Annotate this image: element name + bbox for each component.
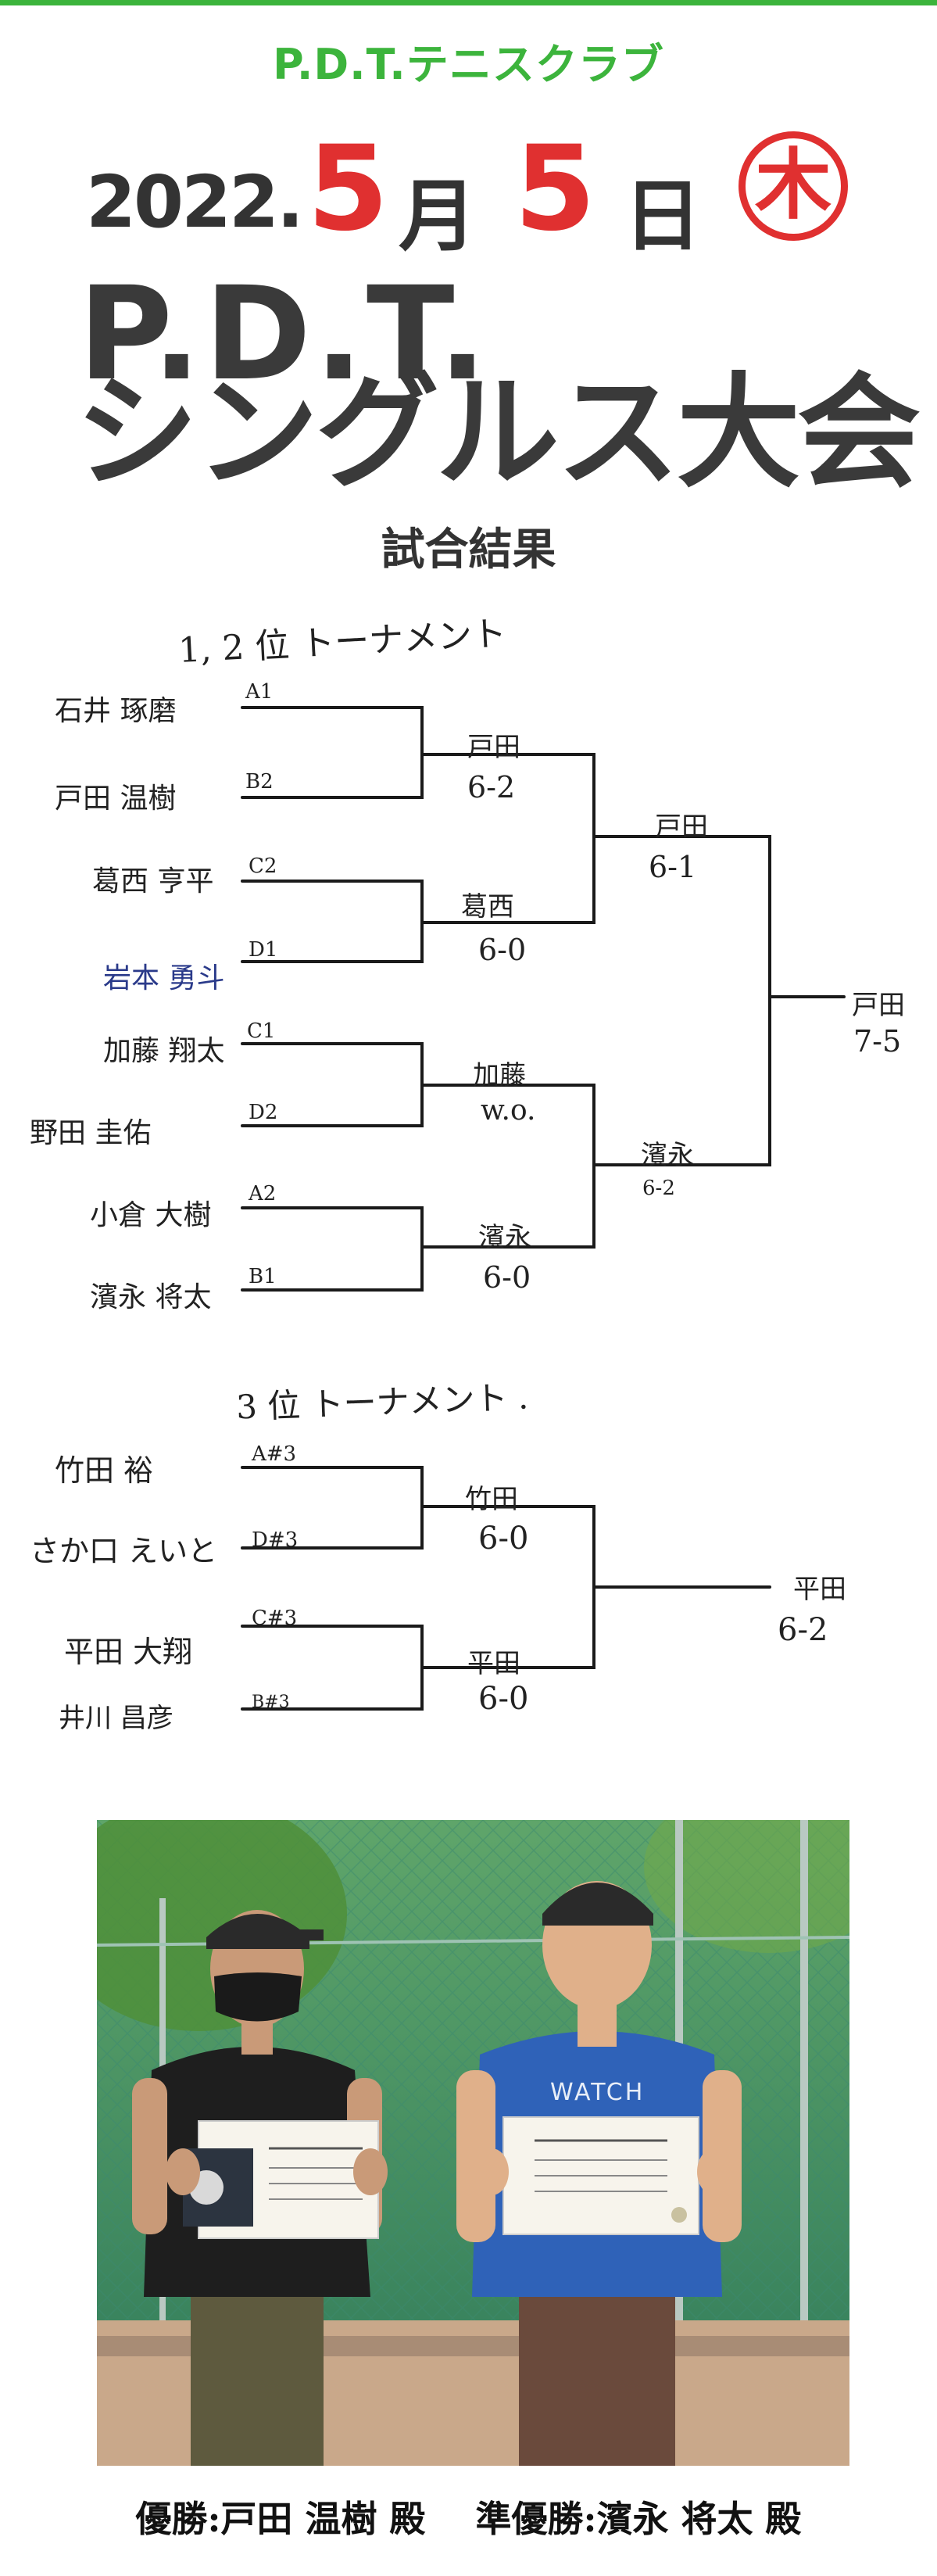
- seed-label: A1: [245, 680, 274, 704]
- tournament-brackets: [241, 706, 846, 1711]
- club-name: P.D.T.テニスクラブ: [273, 40, 664, 89]
- seed-label: C1: [247, 1019, 276, 1043]
- seed-label: B2: [245, 770, 274, 794]
- match-score: 6-2: [467, 770, 516, 804]
- bracket1-semi1-lines: [420, 753, 595, 924]
- seed-label: A#3: [252, 1442, 297, 1466]
- results-subtitle: 試合結果: [381, 525, 556, 575]
- bracket1-final-lines: [592, 835, 771, 1166]
- winner-caption: 優勝:戸田 温樹 殿: [135, 2498, 426, 2540]
- seed-label: D2: [249, 1101, 278, 1124]
- date-day: 5: [514, 121, 596, 257]
- champion-name: 戸田: [852, 990, 905, 1021]
- player-name: 加藤 翔太: [103, 1035, 225, 1067]
- seed-label: D1: [249, 938, 278, 962]
- date-day-unit: 日: [624, 170, 702, 262]
- event-title-line1: P.D.T.: [78, 259, 491, 409]
- seed-label: B#3: [252, 1693, 290, 1712]
- match-winner: 平田: [467, 1648, 520, 1679]
- match-score: 6-0: [478, 1681, 529, 1717]
- player-name: 岩本 勇斗: [103, 962, 225, 994]
- player-name: 濱永 将太: [90, 1281, 212, 1313]
- player-name: 石井 琢磨: [55, 695, 177, 727]
- event-title-line2: シングルス大会: [75, 361, 921, 505]
- runner-up-caption: 準優勝:濱永 将太 殿: [475, 2498, 802, 2540]
- third-place-score: 6-2: [778, 1612, 828, 1648]
- match-winner: 濱永: [478, 1222, 531, 1253]
- match-winner: 戸田: [467, 732, 520, 763]
- right-person: WATCH: [456, 1881, 742, 2466]
- player-name: 野田 圭佑: [30, 1117, 152, 1149]
- award-photo: WATCH: [97, 1820, 849, 2466]
- seed-label: C2: [249, 854, 277, 878]
- weekday-badge: 木: [739, 131, 848, 241]
- weekday-label: 木: [754, 141, 831, 230]
- player-name: 戸田 温樹: [55, 783, 177, 815]
- date-month: 5: [307, 121, 389, 257]
- event-date: 2022. 5 月 5 日 木: [86, 117, 867, 262]
- caption-gap: [425, 2498, 475, 2540]
- seed-label: A2: [249, 1182, 277, 1206]
- match-winner: 戸田: [655, 811, 708, 843]
- winners-caption: 優勝:戸田 温樹 殿 準優勝:濱永 将太 殿: [0, 2491, 937, 2542]
- bracket1-match4-lines: [241, 1206, 424, 1292]
- date-year: 2022.: [86, 160, 304, 244]
- match-score: 6-2: [642, 1177, 675, 1200]
- match-score: w.o.: [481, 1095, 536, 1127]
- left-person: [132, 1910, 388, 2466]
- player-name: さか口 えいと: [30, 1534, 218, 1568]
- bracket1-match1-lines: [241, 706, 424, 799]
- player-name: 小倉 大樹: [90, 1199, 212, 1231]
- match-winner: 葛西: [461, 891, 514, 923]
- match-score: 6-0: [478, 933, 527, 967]
- match-score: 6-0: [478, 1521, 529, 1557]
- award-photo-illustration: WATCH: [97, 1820, 849, 2466]
- player-name: 平田 大翔: [64, 1635, 193, 1669]
- match-winner: 濱永: [641, 1140, 694, 1171]
- final-score: 7-5: [853, 1024, 902, 1059]
- match-score: 6-1: [649, 850, 697, 884]
- match-winner: 竹田: [465, 1484, 518, 1515]
- player-name: 竹田 裕: [55, 1453, 154, 1488]
- seed-label: B1: [249, 1265, 277, 1288]
- third-place-winner: 平田: [793, 1574, 846, 1605]
- seed-label: D#3: [252, 1528, 299, 1552]
- bracket2-heading: 3 位 トーナメント .: [235, 1378, 529, 1427]
- player-name: 井川 昌彦: [59, 1703, 173, 1734]
- date-month-unit: 月: [399, 170, 477, 262]
- shirt-print: WATCH: [550, 2079, 645, 2106]
- match-winner: 加藤: [473, 1060, 526, 1091]
- top-accent-line: [0, 0, 937, 5]
- match-score: 6-0: [483, 1260, 531, 1295]
- seed-label: C#3: [252, 1607, 298, 1630]
- player-name: 葛西 亨平: [92, 865, 214, 897]
